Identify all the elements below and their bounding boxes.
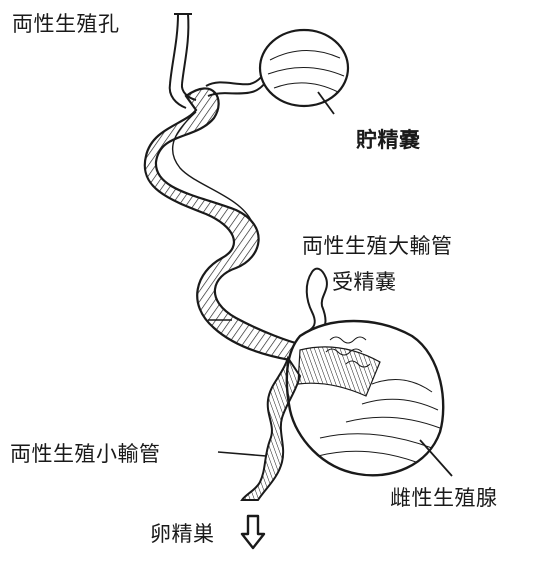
small-hermaphroditic-duct (218, 358, 300, 500)
sperm-sac (260, 30, 348, 114)
label-sperm-sac: 貯精嚢 (356, 128, 421, 152)
label-ovotestis: 卵精巣 (150, 522, 215, 546)
label-albumen-gland: 雌性生殖腺 (390, 486, 498, 510)
label-receptacle: 受精嚢 (332, 270, 397, 294)
large-hermaphroditic-duct (145, 88, 300, 360)
label-small-duct: 両性生殖小輸管 (10, 442, 161, 466)
label-large-duct: 両性生殖大輸管 (302, 234, 453, 258)
albumen-gland (287, 321, 452, 476)
label-genital-pore: 両性生殖孔 (12, 12, 120, 36)
arrow-down-icon (240, 514, 266, 550)
